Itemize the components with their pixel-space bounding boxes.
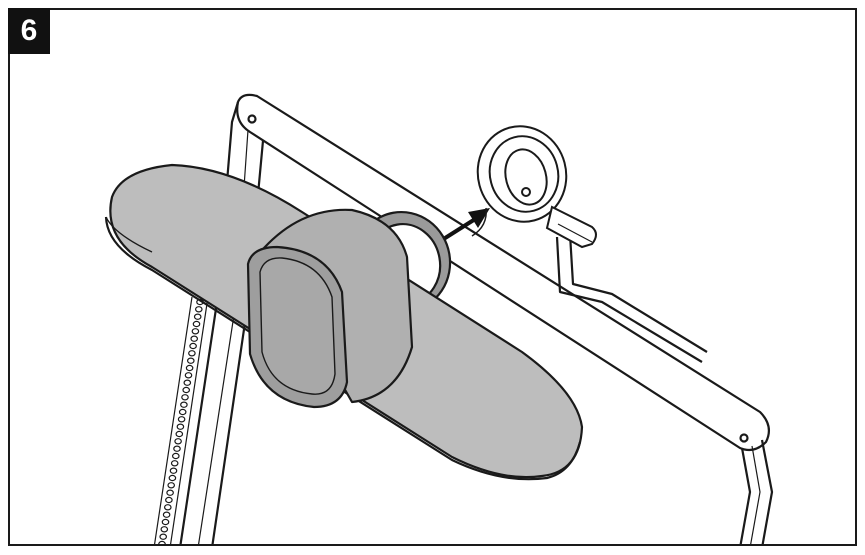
pegboard-hole xyxy=(189,342,197,350)
pegboard-hole xyxy=(174,438,182,445)
pegboard-hole xyxy=(180,401,188,408)
pegboard-hole xyxy=(193,313,202,320)
pegboard-hole xyxy=(190,335,199,342)
illustration-frame xyxy=(8,8,857,546)
pegboard-hole xyxy=(158,540,166,544)
step-number-badge: 6 xyxy=(8,8,50,54)
pegboard-hole xyxy=(166,489,174,496)
pegboard-hole-row xyxy=(158,298,204,544)
pegboard-hole xyxy=(168,474,177,482)
pegboard-hole xyxy=(177,416,186,423)
pegboard-hole xyxy=(175,430,184,438)
pegboard-hole xyxy=(159,533,168,540)
pegboard-hole xyxy=(187,357,195,364)
pegboard-hole xyxy=(192,320,201,328)
pegboard-hole xyxy=(188,350,196,357)
camera-soundbar-device xyxy=(104,163,584,481)
pegboard-hole xyxy=(185,364,194,372)
pegboard-hole xyxy=(184,372,193,379)
mounting-clip-icon xyxy=(476,125,597,249)
pegboard-hole xyxy=(178,408,187,416)
pegboard-hole xyxy=(170,460,179,467)
pegboard-hole xyxy=(182,386,191,394)
pegboard-hole xyxy=(195,306,203,313)
pegboard-hole xyxy=(173,445,181,452)
pegboard-hole xyxy=(169,467,178,474)
pegboard-hole xyxy=(161,518,170,526)
insert-arrow-icon xyxy=(440,207,490,242)
pegboard-hole xyxy=(167,482,176,489)
pegboard-hole xyxy=(172,452,180,460)
pegboard-hole xyxy=(160,526,169,533)
pegboard-holes xyxy=(153,296,209,544)
pegboard-hole xyxy=(181,394,189,401)
pegboard-hole xyxy=(162,511,171,518)
pegboard-hole xyxy=(183,379,192,386)
pegboard-hole xyxy=(164,504,172,511)
tv-frame-bracket xyxy=(153,93,774,544)
assembly-illustration xyxy=(104,93,774,544)
pegboard-hole xyxy=(191,328,200,335)
pegboard-hole xyxy=(176,423,185,430)
pegboard-hole xyxy=(165,496,173,504)
